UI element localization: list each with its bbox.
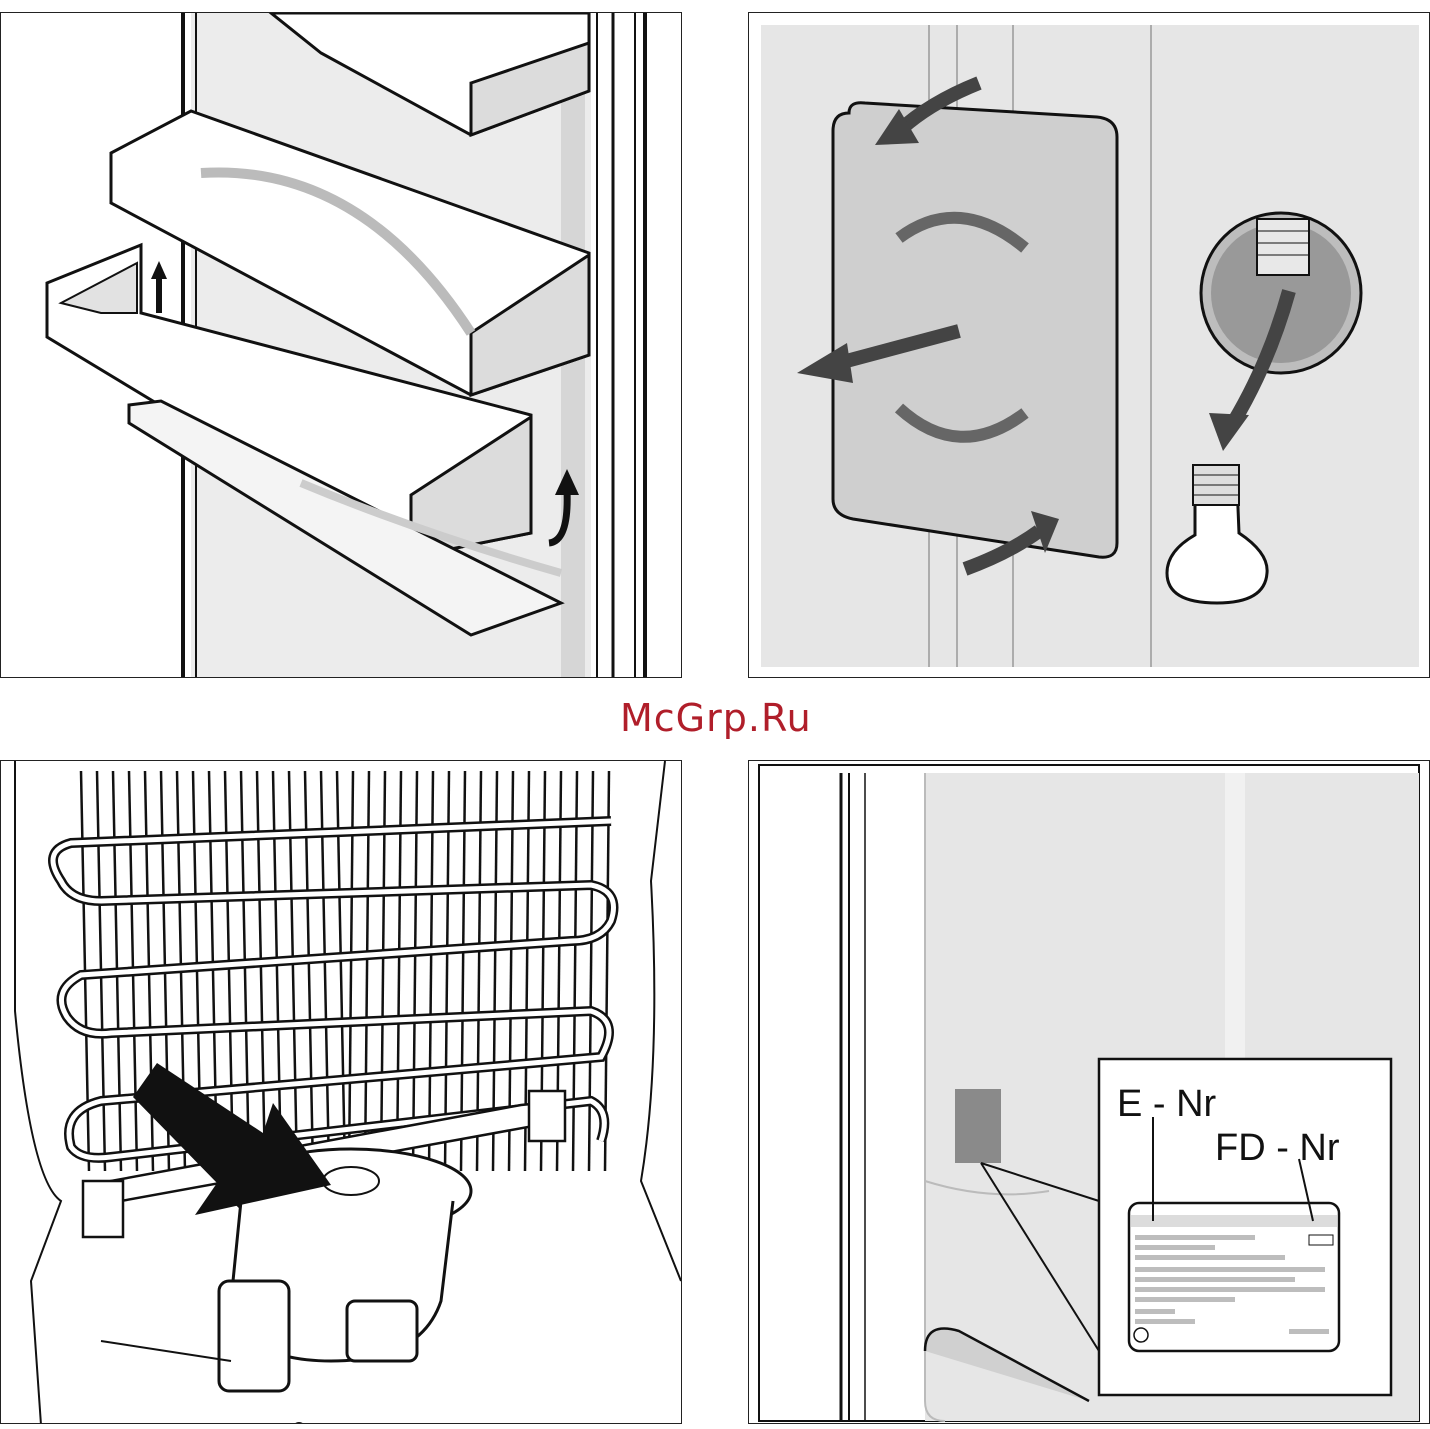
lamp-replacement-illustration [749,13,1430,678]
panel-door-shelves [0,12,682,678]
door-shelves-illustration [1,13,682,678]
rear-condenser-illustration [1,761,682,1424]
rating-plate-illustration [749,761,1430,1424]
e-nr-label: E - Nr [1117,1083,1216,1126]
condenser-wire [589,771,593,1171]
panel-rear-condenser [0,760,682,1424]
panel-rating-plate: E - Nr FD - Nr [748,760,1430,1424]
panel-lamp-replacement [748,12,1430,678]
fd-nr-label: FD - Nr [1215,1127,1340,1170]
condenser-wire [573,771,577,1171]
watermark: McGrp.Ru [620,696,812,740]
